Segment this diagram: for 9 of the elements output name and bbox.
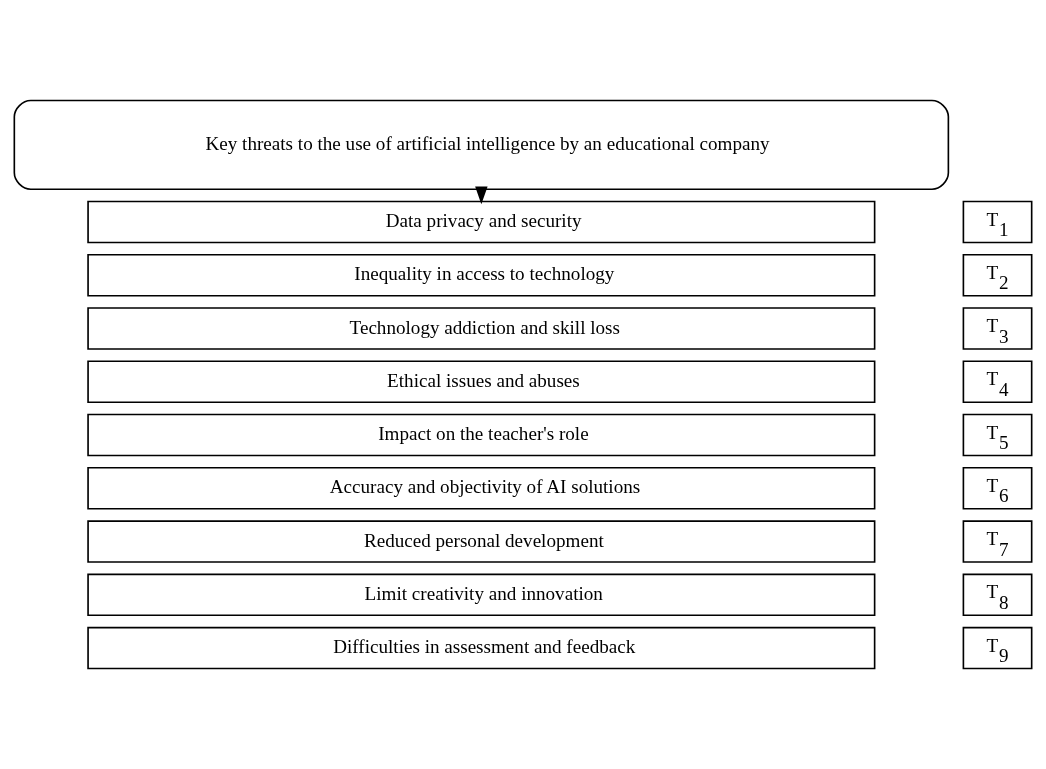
node-box: Limit creativity and innovation [87,573,876,617]
node-box: Inequality in access to technology [87,253,876,297]
node-box: Accuracy and objectivity of AI solutions [87,467,876,510]
node-box: Difficulties in assessment and feedback [87,626,876,670]
node-box: Reduced personal development [87,520,876,563]
node-box: Impact on the teacher's role [87,413,876,457]
node-box: Ethical issues and abuses [87,360,876,404]
node-box: Technology addiction and skill loss [87,307,876,350]
node-box: Data privacy and security [87,200,876,244]
